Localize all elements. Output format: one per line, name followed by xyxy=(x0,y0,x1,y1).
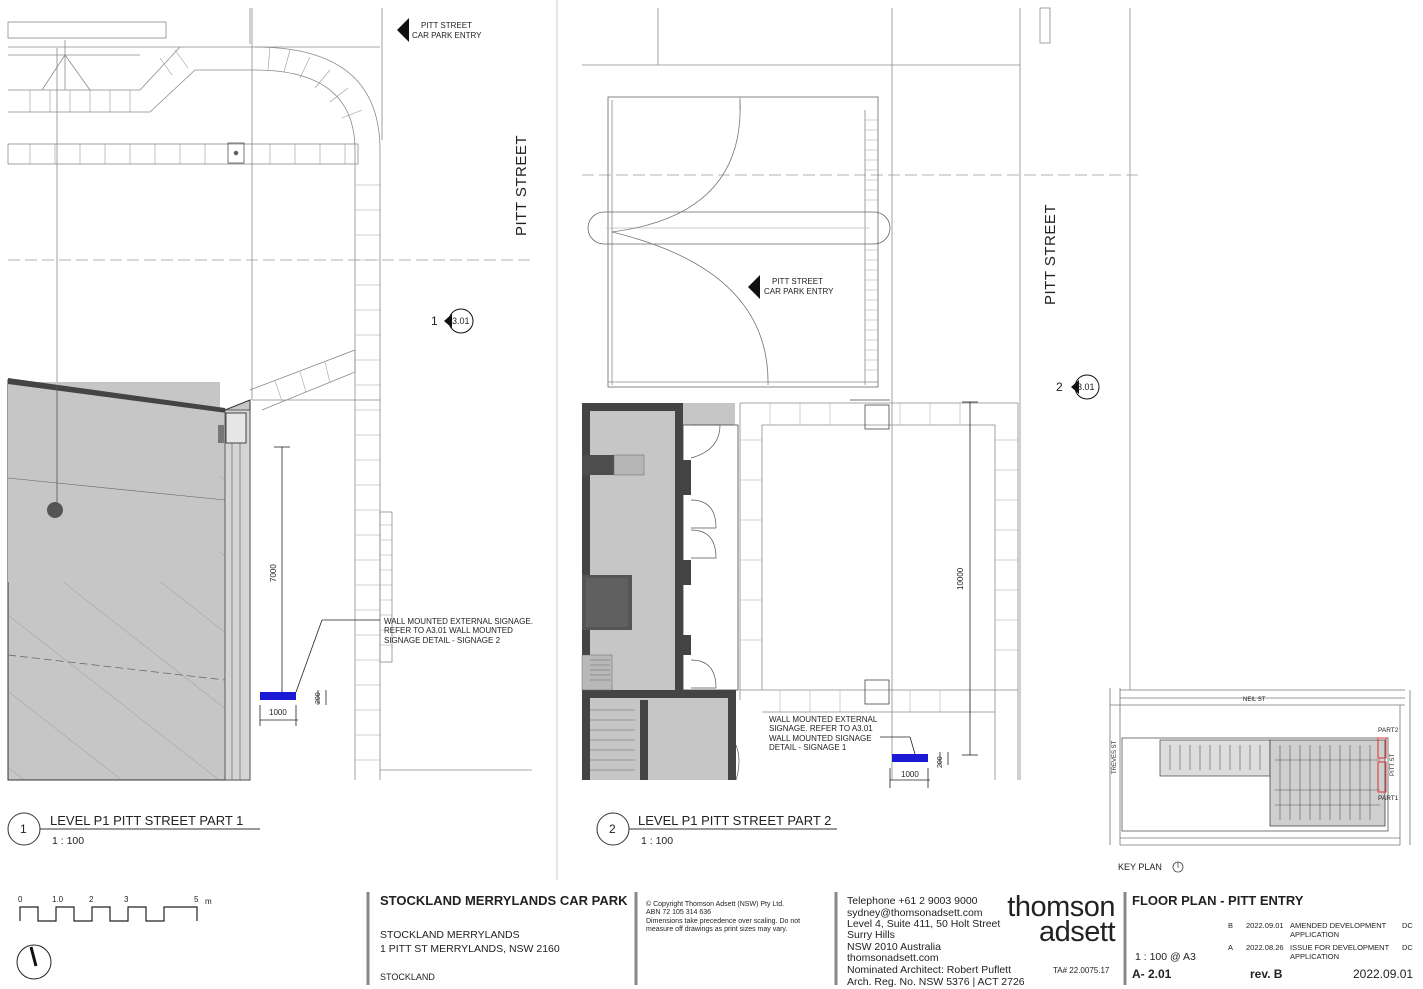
view-number-1: 1 xyxy=(20,822,27,836)
scale-tick-0: 0 xyxy=(18,895,23,904)
dimensions-part-2 xyxy=(880,401,978,788)
section-number-1: 1 xyxy=(431,314,438,328)
plan-part-1 xyxy=(7,8,535,780)
section-marker-1 xyxy=(444,308,474,334)
entry-arrow-icon xyxy=(397,18,409,42)
dimension-200-part-2: 200 xyxy=(937,756,944,768)
company-logo: thomson adsett xyxy=(997,891,1116,948)
scale-unit: m xyxy=(205,897,212,906)
key-plan-street-west: TREVES ST xyxy=(1112,740,1118,774)
revision-b-by: DC xyxy=(1402,921,1413,930)
signage-2 xyxy=(260,692,296,700)
job-number: TA# 22.0075.17 xyxy=(1053,966,1110,975)
logo-line-2: adsett xyxy=(1039,915,1116,948)
plan-part-2 xyxy=(582,7,1140,780)
contact-address-2: Surry Hills xyxy=(847,929,895,941)
street-label-part-2: PITT STREET xyxy=(1042,203,1059,305)
dimension-200-part-1: 200 xyxy=(315,692,322,704)
dimension-1000-part-1: 1000 xyxy=(269,708,287,717)
sheet-scale: 1 : 100 @ A3 xyxy=(1135,951,1196,963)
project-name: STOCKLAND MERRYLANDS CAR PARK xyxy=(380,893,628,908)
drawing-title: FLOOR PLAN - PITT ENTRY xyxy=(1132,893,1304,908)
key-plan-street-east: PITT ST xyxy=(1390,753,1396,776)
contact-address-1: Level 4, Suite 411, 50 Holt Street xyxy=(847,918,1001,930)
contact-website: thomsonadsett.com xyxy=(847,952,939,964)
entry-label-line1: PITT STREET xyxy=(772,277,823,286)
project-subtitle: STOCKLAND MERRYLANDS xyxy=(380,929,520,941)
revision-a-date: 2022.08.26 xyxy=(1246,943,1284,952)
contact-architect: Nominated Architect: Robert Puflett xyxy=(847,964,1011,976)
revision-label: rev. B xyxy=(1250,967,1283,981)
dimension-7000: 7000 xyxy=(269,564,278,582)
section-number-2: 2 xyxy=(1056,380,1063,394)
revision-a-description: ISSUE FOR DEVELOPMENT APPLICATION xyxy=(1290,943,1390,961)
scale-bar-graphic xyxy=(19,906,198,922)
contact-address-3: NSW 2010 Australia xyxy=(847,941,941,953)
view-title-2-graphic xyxy=(596,812,837,846)
contact-telephone: Telephone +61 2 9003 9000 xyxy=(847,895,978,907)
issue-date: 2022.09.01 xyxy=(1353,967,1414,981)
entry-label-line1: PITT STREET xyxy=(421,21,472,30)
revision-b-date: 2022.09.01 xyxy=(1246,921,1284,930)
dimensions-part-1 xyxy=(259,446,380,726)
key-plan-street-north: NEIL ST xyxy=(1243,697,1266,703)
north-arrow-icon xyxy=(16,944,52,980)
dimension-10000: 10000 xyxy=(956,567,965,590)
contact-email: sydney@thomsonadsett.com xyxy=(847,907,983,919)
scale-tick-2: 2 xyxy=(89,895,94,904)
view-scale-2: 1 : 100 xyxy=(641,835,674,847)
client-name: STOCKLAND xyxy=(380,972,435,982)
signage-note-1: WALL MOUNTED EXTERNAL SIGNAGE. REFER TO … xyxy=(384,617,533,645)
scale-tick-3: 3 xyxy=(124,895,129,904)
entry-label-line2: CAR PARK ENTRY xyxy=(764,287,834,296)
revision-a-code: A xyxy=(1228,943,1234,952)
drawing-number: A- 2.01 xyxy=(1132,967,1172,981)
section-ref-1: 3.01 xyxy=(452,316,470,326)
view-title-1: LEVEL P1 PITT STREET PART 1 xyxy=(50,813,244,828)
contact-registration: Arch. Reg. No. NSW 5376 | ACT 2726 xyxy=(847,976,1025,988)
street-label-part-1: PITT STREET xyxy=(513,134,530,236)
view-title-2: LEVEL P1 PITT STREET PART 2 xyxy=(638,813,832,828)
view-number-2: 2 xyxy=(609,822,616,836)
key-plan-graphic xyxy=(1109,688,1411,873)
section-marker-2 xyxy=(1071,374,1100,400)
key-plan-title: KEY PLAN xyxy=(1118,862,1162,872)
signage-1 xyxy=(892,754,928,762)
scale-tick-1: 1.0 xyxy=(52,895,64,904)
entry-label-line2: CAR PARK ENTRY xyxy=(412,31,482,40)
revision-b-code: B xyxy=(1228,921,1234,930)
copyright-note: © Copyright Thomson Adsett (NSW) Pty Ltd… xyxy=(646,901,801,933)
scale-tick-5: 5 xyxy=(194,895,199,904)
view-title-1-graphic xyxy=(7,812,260,846)
dimension-1000-part-2: 1000 xyxy=(901,770,919,779)
section-ref-2: 3.01 xyxy=(1077,382,1095,392)
building-part-2 xyxy=(581,403,740,781)
view-scale-1: 1 : 100 xyxy=(52,835,85,847)
entry-arrow-icon xyxy=(748,275,760,299)
key-plan-part2: PART2 xyxy=(1378,727,1399,734)
revision-a-by: DC xyxy=(1402,943,1413,952)
revision-b-description: AMENDED DEVELOPMENT APPLICATION xyxy=(1290,921,1387,939)
key-plan-part1: PART1 xyxy=(1378,795,1399,802)
logo-line-1: thomson xyxy=(1007,891,1115,923)
title-block-dividers xyxy=(366,892,1127,985)
signage-note-2: WALL MOUNTED EXTERNAL SIGNAGE. REFER TO … xyxy=(769,715,878,753)
project-address: 1 PITT ST MERRYLANDS, NSW 2160 xyxy=(380,943,560,955)
building-part-1 xyxy=(7,378,251,781)
